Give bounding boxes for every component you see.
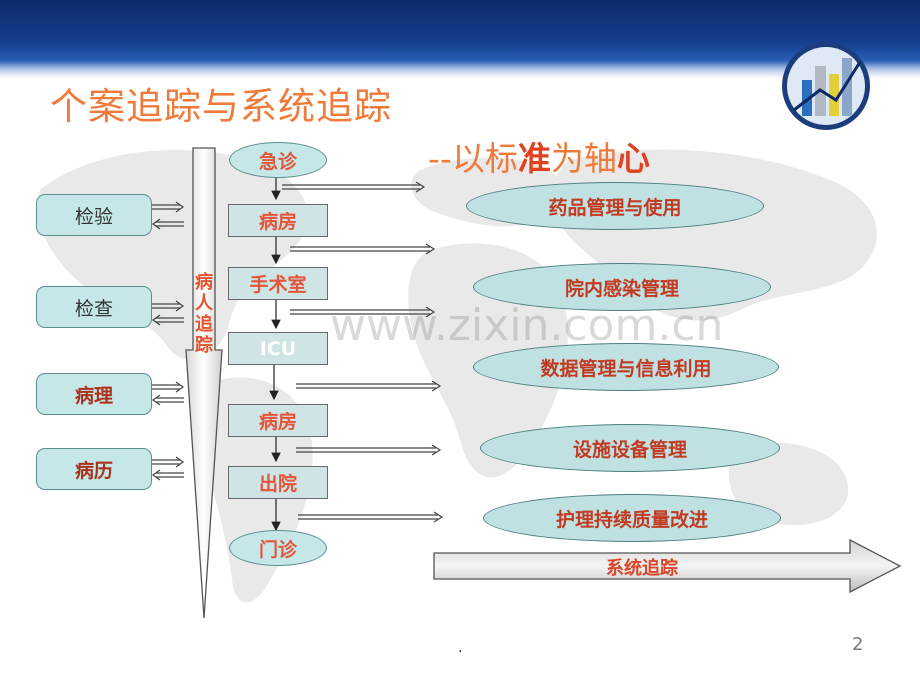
system-double-arrows (282, 181, 444, 523)
source-box-pathology: 病理 (36, 373, 152, 415)
step-discharge: 出院 (228, 466, 328, 499)
system-item-facility: 设施设备管理 (480, 424, 780, 472)
bar-chart-logo (782, 42, 870, 130)
subtitle-mid: 为轴 (550, 139, 617, 178)
footer-dot: . (458, 640, 463, 656)
page-subtitle: --以标准为轴心 (428, 132, 650, 180)
step-down-arrows (269, 174, 281, 532)
step-icu: ICU (228, 332, 328, 365)
step-emergency: 急诊 (229, 142, 327, 178)
system-item-data: 数据管理与信息利用 (473, 343, 779, 391)
page-number: 2 (852, 634, 864, 655)
subtitle-emph: 准 (517, 139, 551, 178)
step-outpatient: 门诊 (229, 530, 327, 566)
step-ward-1: 病房 (228, 204, 328, 237)
source-box-record: 病历 (36, 448, 152, 490)
system-item-nursing: 护理持续质量改进 (483, 494, 781, 542)
source-box-lab: 检验 (36, 194, 152, 236)
subtitle-emph2: 心 (616, 139, 650, 178)
watermark: www.zixin.com.cn (330, 300, 724, 351)
system-item-drug: 药品管理与使用 (466, 182, 764, 230)
patient-tracer-arrow (185, 147, 223, 619)
header-fade (0, 60, 920, 82)
source-box-exam: 检查 (36, 286, 152, 328)
patient-tracer-label: 病人追踪 (195, 272, 213, 356)
step-ward-2: 病房 (228, 404, 328, 437)
subtitle-prefix: --以标 (428, 139, 518, 178)
source-double-arrows (151, 201, 185, 481)
step-operating-room: 手术室 (228, 267, 328, 300)
system-tracer-label: 系统追踪 (606, 558, 678, 579)
page-title: 个案追踪与系统追踪 (50, 85, 392, 128)
system-item-infection: 院内感染管理 (473, 263, 771, 311)
system-tracer-arrow (433, 538, 902, 594)
